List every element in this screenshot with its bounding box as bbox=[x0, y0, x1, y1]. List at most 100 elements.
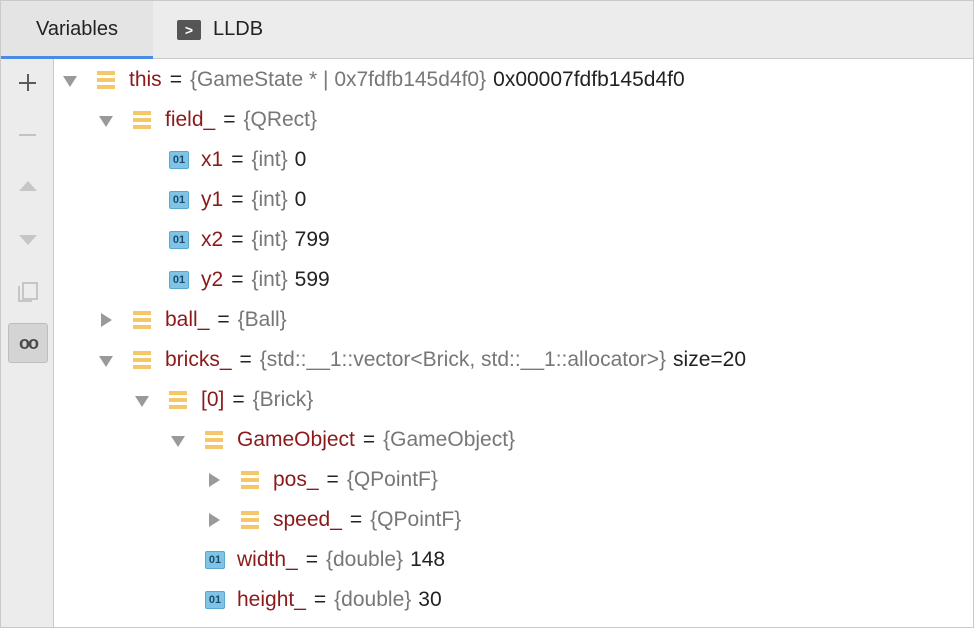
expand-arrow-icon[interactable] bbox=[99, 353, 113, 367]
variable-name: height_ bbox=[237, 588, 306, 611]
equals-sign: = bbox=[349, 508, 363, 531]
equals-sign: = bbox=[231, 228, 244, 251]
equals-sign: = bbox=[239, 348, 252, 371]
variable-type: {GameObject} bbox=[383, 428, 516, 451]
variable-name: [0] bbox=[201, 388, 225, 411]
variable-type: {std::__1::vector<Brick, std::__1::alloc… bbox=[259, 348, 667, 371]
variable-name: this bbox=[129, 68, 162, 91]
collapse-arrow-icon[interactable] bbox=[99, 313, 113, 327]
variable-name: speed_ bbox=[273, 508, 342, 531]
primitive-icon: 01 bbox=[169, 271, 189, 289]
variable-type: {GameState * | 0x7fdfb145d4f0} bbox=[189, 68, 487, 91]
equals-sign: = bbox=[362, 428, 376, 451]
object-icon bbox=[97, 71, 115, 89]
move-down-button[interactable] bbox=[8, 219, 48, 259]
variable-value: 0x00007fdfb145d4f0 bbox=[493, 68, 685, 91]
tab-lldb[interactable]: > LLDB bbox=[177, 1, 263, 58]
primitive-icon: 01 bbox=[205, 591, 225, 609]
expand-arrow-icon[interactable] bbox=[171, 433, 185, 447]
tree-row[interactable]: [0]={Brick} bbox=[55, 380, 973, 420]
primitive-icon: 01 bbox=[169, 231, 189, 249]
variable-type: {int} bbox=[251, 268, 288, 291]
console-icon: > bbox=[177, 19, 201, 40]
tab-variables-label: Variables bbox=[36, 18, 118, 40]
tree-row[interactable]: GameObject = {GameObject} bbox=[55, 420, 973, 460]
equals-sign: = bbox=[313, 588, 327, 611]
object-icon bbox=[133, 111, 151, 129]
tab-bar: Variables > LLDB bbox=[1, 1, 973, 59]
tree-row[interactable]: 01 y1 = {int} 0 bbox=[55, 180, 973, 220]
variable-value: 799 bbox=[294, 228, 330, 251]
tree-row[interactable]: speed_ = {QPointF} bbox=[55, 500, 973, 540]
show-watches-toggle[interactable]: oo bbox=[8, 323, 48, 363]
expand-arrow-icon[interactable] bbox=[99, 113, 113, 127]
expand-arrow-icon[interactable] bbox=[63, 73, 77, 87]
variable-name: pos_ bbox=[273, 468, 319, 491]
active-tab-indicator bbox=[1, 56, 153, 59]
variable-value: 0 bbox=[294, 148, 307, 171]
tree-row[interactable]: this = {GameState * | 0x7fdfb145d4f0} 0x000… bbox=[55, 60, 973, 100]
tree-row[interactable]: pos_ = {QPointF} bbox=[55, 460, 973, 500]
equals-sign: = bbox=[217, 308, 230, 331]
object-icon bbox=[241, 511, 259, 529]
variable-name: y2 bbox=[201, 268, 224, 291]
object-icon bbox=[205, 431, 223, 449]
variable-name: x2 bbox=[201, 228, 224, 251]
object-icon bbox=[169, 391, 187, 409]
tree-row[interactable]: 01 x2 = {int} 799 bbox=[55, 220, 973, 260]
object-icon bbox=[133, 311, 151, 329]
remove-watch-button[interactable] bbox=[8, 115, 48, 155]
variable-value: 148 bbox=[410, 548, 446, 571]
tab-variables[interactable]: Variables bbox=[1, 1, 153, 59]
variable-type: {int} bbox=[251, 148, 288, 171]
glasses-icon: oo bbox=[19, 332, 39, 353]
tab-lldb-label: LLDB bbox=[213, 18, 264, 40]
primitive-icon: 01 bbox=[169, 191, 189, 209]
variable-name: bricks_ bbox=[165, 348, 232, 371]
variables-toolbar: oo bbox=[1, 59, 54, 627]
equals-sign: = bbox=[231, 188, 244, 211]
equals-sign: = bbox=[232, 388, 245, 411]
variable-name: width_ bbox=[237, 548, 298, 571]
variable-type: {double} bbox=[334, 588, 412, 611]
primitive-icon: 01 bbox=[169, 151, 189, 169]
tree-row[interactable]: 01 y2 = {int} 599 bbox=[55, 260, 973, 300]
equals-sign: = bbox=[231, 268, 244, 291]
collapse-arrow-icon[interactable] bbox=[207, 473, 221, 487]
variable-name: GameObject bbox=[237, 428, 355, 451]
equals-sign: = bbox=[326, 468, 339, 491]
variable-name: ball_ bbox=[165, 308, 210, 331]
variable-type: {Ball} bbox=[237, 308, 287, 331]
equals-sign: = bbox=[223, 108, 236, 131]
tree-row[interactable]: bricks_ = {std::__1::vector<Brick, std::__… bbox=[55, 340, 973, 380]
variable-value: 599 bbox=[294, 268, 330, 291]
collapse-arrow-icon[interactable] bbox=[207, 513, 221, 527]
variable-type: {int} bbox=[251, 188, 288, 211]
equals-sign: = bbox=[169, 68, 182, 91]
new-watch-button[interactable] bbox=[8, 63, 48, 103]
expand-arrow-icon[interactable] bbox=[135, 393, 149, 407]
variable-value: 0 bbox=[294, 188, 307, 211]
object-icon bbox=[133, 351, 151, 369]
variable-name: y1 bbox=[201, 188, 224, 211]
variable-type: {QPointF} bbox=[346, 468, 438, 491]
tree-row[interactable]: ball_ = {Ball} bbox=[55, 300, 973, 340]
equals-sign: = bbox=[231, 148, 244, 171]
variable-name: x1 bbox=[201, 148, 224, 171]
variable-value: size=20 bbox=[673, 348, 746, 371]
variable-type: {double} bbox=[325, 548, 404, 571]
tree-row[interactable]: 01 x1 = {int} 0 bbox=[55, 140, 973, 180]
variable-name: field_ bbox=[165, 108, 216, 131]
duplicate-watch-button[interactable] bbox=[8, 271, 48, 311]
variables-tree: this = {GameState * | 0x7fdfb145d4f0} 0x000… bbox=[55, 59, 973, 627]
object-icon bbox=[241, 471, 259, 489]
primitive-icon: 01 bbox=[205, 551, 225, 569]
variable-type: {QRect} bbox=[243, 108, 318, 131]
tree-row[interactable]: field_ = {QRect} bbox=[55, 100, 973, 140]
variable-type: {QPointF} bbox=[370, 508, 462, 531]
move-up-button[interactable] bbox=[8, 167, 48, 207]
variable-type: {int} bbox=[251, 228, 288, 251]
